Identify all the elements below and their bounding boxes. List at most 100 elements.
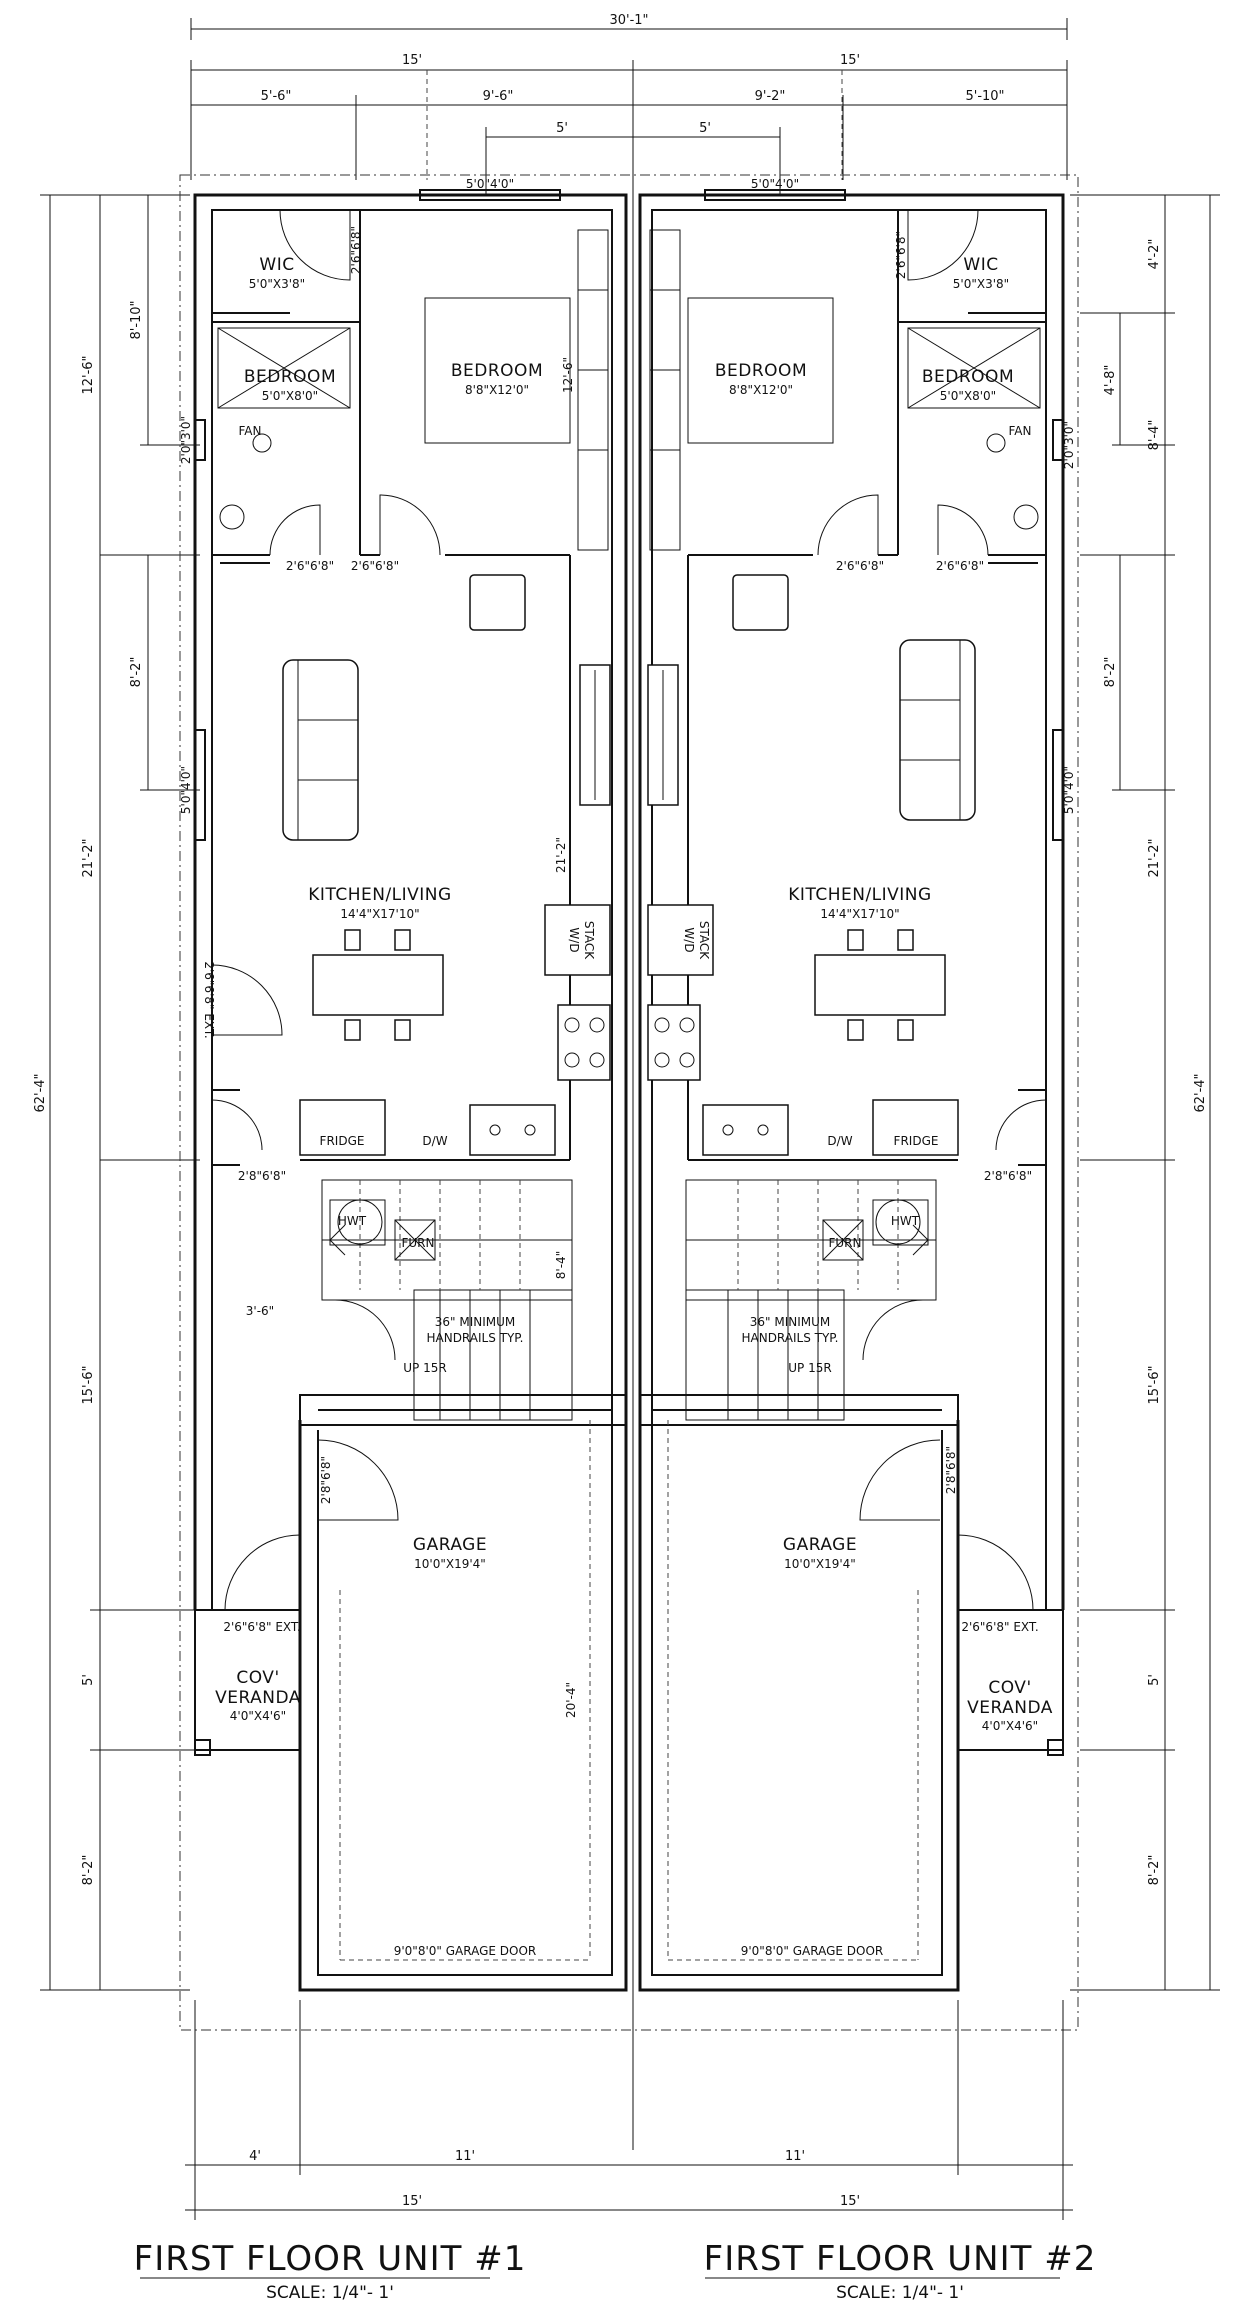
right-dim-c: 15'-6" bbox=[1147, 1365, 1162, 1404]
overall-width-dim: 30'-1" bbox=[609, 13, 648, 28]
unit2-bedroom-label: BEDROOM bbox=[715, 361, 807, 381]
unit2-kitchen-size: 14'4"X17'10" bbox=[820, 907, 899, 921]
unit1-kitchen-label: KITCHEN/LIVING bbox=[308, 885, 451, 905]
unit2-veranda-label-1: COV' bbox=[988, 1678, 1031, 1698]
unit1-garage-size: 10'0"X19'4" bbox=[414, 1557, 486, 1571]
unit1-door-1: 2'6"6'8" bbox=[286, 559, 334, 573]
unit2-wic-size: 5'0"X3'8" bbox=[953, 277, 1009, 291]
unit2-width-dim: 15' bbox=[840, 53, 860, 68]
right-dim-a: 4'-2" bbox=[1147, 239, 1162, 270]
unit1-door-3: 2'8"6'8" bbox=[238, 1169, 286, 1183]
unit2-door-2: 2'6"6'8" bbox=[936, 559, 984, 573]
unit2-up-label: UP 15R bbox=[788, 1361, 831, 1375]
right-dim-a2: 8'-4" bbox=[1147, 420, 1162, 451]
unit1-bedroom-label: BEDROOM bbox=[451, 361, 543, 381]
unit1-hall-dim: 3'-6" bbox=[246, 1304, 274, 1318]
unit1-stack-label: STACK bbox=[582, 921, 596, 960]
unit1-up-label: UP 15R bbox=[403, 1361, 446, 1375]
unit2-wic-label: WIC bbox=[963, 255, 998, 275]
right-dim-b: 8'-2" bbox=[1103, 657, 1118, 688]
unit1-kit-depth: 21'-2" bbox=[554, 837, 568, 873]
unit2-scale: SCALE: 1/4"- 1' bbox=[836, 2283, 964, 2303]
right-dim-d: 5' bbox=[1147, 1674, 1162, 1686]
unit2-bottom: 15' bbox=[840, 2194, 860, 2209]
left-dim-b: 21'-2" bbox=[81, 838, 96, 877]
unit1-bottom-b: 11' bbox=[455, 2149, 475, 2164]
exterior-walls bbox=[179, 174, 1079, 2150]
unit1-garage-door: 9'0"8'0" GARAGE DOOR bbox=[394, 1944, 537, 1958]
unit1-dw-label: D/W bbox=[422, 1134, 447, 1148]
unit1-wic-size: 5'0"X3'8" bbox=[249, 277, 305, 291]
unit1-dim-b: 9'-6" bbox=[483, 89, 514, 104]
left-dim-a1: 8'-10" bbox=[129, 300, 144, 339]
unit2-kitchen-label: KITCHEN/LIVING bbox=[788, 885, 931, 905]
unit1-fan-label: FAN bbox=[239, 424, 262, 438]
unit2-closet-door: 2'6"6'8" bbox=[894, 231, 908, 279]
unit1-stair-dim: 8'-4" bbox=[554, 1251, 568, 1279]
unit1-wic-label: WIC bbox=[259, 255, 294, 275]
unit1-kitchen-size: 14'4"X17'10" bbox=[340, 907, 419, 921]
unit1-garage-depth: 20'-4" bbox=[564, 1682, 578, 1718]
left-dim-b1: 8'-2" bbox=[129, 657, 144, 688]
unit2-stack-label: STACK bbox=[697, 921, 711, 960]
unit2-garage-door: 9'0"8'0" GARAGE DOOR bbox=[741, 1944, 884, 1958]
unit1-width-dim: 15' bbox=[402, 53, 422, 68]
unit1-ensuite-size: 5'0"X8'0" bbox=[262, 389, 318, 403]
unit1-hwt-label: HWT bbox=[338, 1214, 367, 1228]
unit1-furn-label: FURN bbox=[402, 1236, 435, 1250]
unit2-garage-label: GARAGE bbox=[783, 1535, 857, 1555]
unit2-furn-label: FURN bbox=[829, 1236, 862, 1250]
unit1-door-4: 2'8"6'8" bbox=[319, 1456, 333, 1504]
right-dimension-lines bbox=[1070, 194, 1220, 1991]
unit2-fan-label: FAN bbox=[1009, 424, 1032, 438]
unit1-top-window: 5'0"4'0" bbox=[466, 177, 514, 191]
unit1-handrail-1: 36" MINIMUM bbox=[435, 1315, 516, 1329]
unit2-side-window: 5'0"4'0" bbox=[1062, 766, 1076, 814]
unit2-ensuite-label: BEDROOM bbox=[922, 367, 1014, 387]
unit2-door-swings bbox=[817, 209, 1047, 1611]
unit1-bottom-a: 4' bbox=[249, 2149, 261, 2164]
unit1-garage-label: GARAGE bbox=[413, 1535, 487, 1555]
bottom-dimension-lines bbox=[185, 2000, 1073, 2220]
unit1-ensuite-label: BEDROOM bbox=[244, 367, 336, 387]
unit2-garage-size: 10'0"X19'4" bbox=[784, 1557, 856, 1571]
unit1-small-window: 2'0"3'0" bbox=[179, 416, 193, 464]
unit1-scale: SCALE: 1/4"- 1' bbox=[266, 2283, 394, 2303]
unit2-handrail-2: HANDRAILS TYP. bbox=[741, 1331, 838, 1345]
right-dim-a1: 4'-8" bbox=[1103, 365, 1118, 396]
unit2-door-1: 2'6"6'8" bbox=[836, 559, 884, 573]
unit2-fridge-label: FRIDGE bbox=[894, 1134, 939, 1148]
unit1-bed-depth: 12'-6" bbox=[561, 357, 575, 393]
unit2-top-window: 5'0"4'0" bbox=[751, 177, 799, 191]
unit2-handrail-1: 36" MINIMUM bbox=[750, 1315, 831, 1329]
unit2-wd-label: W/D bbox=[682, 927, 696, 952]
unit2-ensuite-size: 5'0"X8'0" bbox=[940, 389, 996, 403]
unit1-bedroom-size: 8'8"X12'0" bbox=[465, 383, 529, 397]
unit1-veranda-label-1: COV' bbox=[236, 1668, 279, 1688]
left-dim-d: 5' bbox=[81, 1674, 96, 1686]
unit2-title: FIRST FLOOR UNIT #2 bbox=[704, 2239, 1097, 2279]
unit1-door-2: 2'6"6'8" bbox=[351, 559, 399, 573]
unit1-veranda-size: 4'0"X4'6" bbox=[230, 1709, 286, 1723]
left-dim-a: 12'-6" bbox=[81, 355, 96, 394]
unit1-win-dim: 5' bbox=[556, 121, 568, 136]
unit1-bottom: 15' bbox=[402, 2194, 422, 2209]
unit1-handrail-2: HANDRAILS TYP. bbox=[426, 1331, 523, 1345]
unit2-small-window: 2'0"3'0" bbox=[1062, 421, 1076, 469]
overall-depth-right: 62'-4" bbox=[1193, 1073, 1208, 1112]
right-dim-b1: 21'-2" bbox=[1147, 838, 1162, 877]
unit1-dim-a: 5'-6" bbox=[261, 89, 292, 104]
unit2-veranda-size: 4'0"X4'6" bbox=[982, 1719, 1038, 1733]
unit2-furniture bbox=[647, 297, 1039, 1261]
unit2-door-3: 2'8"6'8" bbox=[984, 1169, 1032, 1183]
unit1-title: FIRST FLOOR UNIT #1 bbox=[134, 2239, 527, 2279]
unit2-door-4: 2'8"6'8" bbox=[944, 1446, 958, 1494]
unit2-ext-door: 2'6"6'8" EXT. bbox=[961, 1620, 1038, 1634]
unit2-bottom-b: 11' bbox=[785, 2149, 805, 2164]
unit2-dim-b: 5'-10" bbox=[965, 89, 1004, 104]
right-dim-e: 8'-2" bbox=[1147, 1855, 1162, 1886]
unit1-side-ext-door: 2'6"6'8" EXT. bbox=[202, 961, 216, 1038]
unit2-dim-a: 9'-2" bbox=[755, 89, 786, 104]
unit1-fridge-label: FRIDGE bbox=[320, 1134, 365, 1148]
